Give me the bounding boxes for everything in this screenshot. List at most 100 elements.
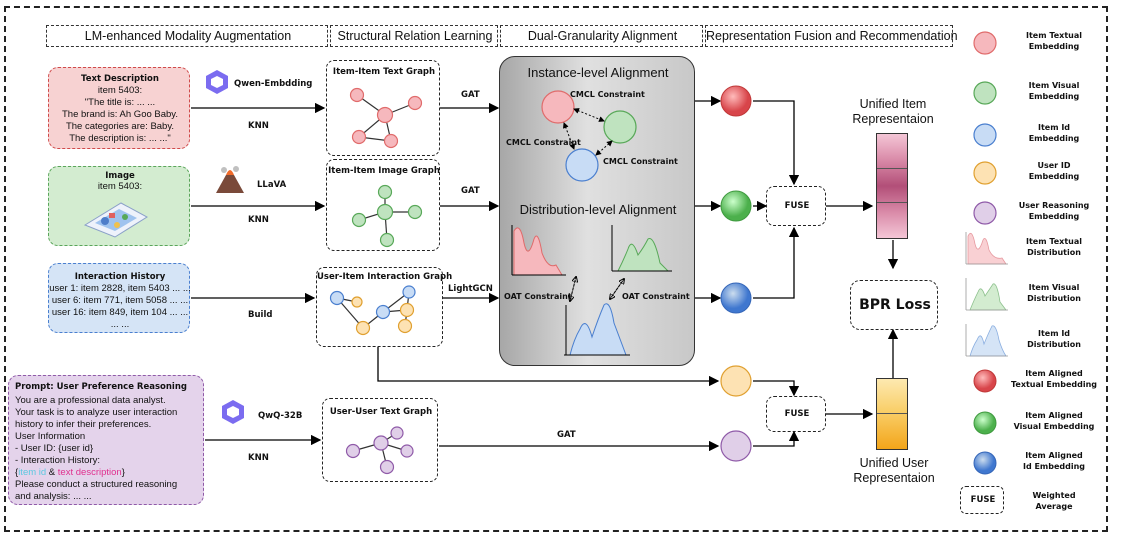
legend-user-id-embedding-icon — [973, 161, 997, 185]
stage-alignment-label: Dual-Granularity Alignment — [527, 29, 678, 43]
item-text-graph-box: Item-Item Text Graph — [326, 60, 440, 156]
gat-label-user: GAT — [557, 430, 576, 440]
legend-7-l1: Item Id — [1037, 329, 1071, 338]
brace-close: } — [121, 467, 125, 478]
qwq-label: QwQ-32B — [258, 411, 303, 421]
stage-header-fusion: Representation Fusion and Recommendation — [705, 25, 958, 47]
knn-label-user: KNN — [248, 453, 269, 463]
stage-header-alignment: Dual-Granularity Alignment — [500, 25, 703, 47]
legend-5-l1: Item Textual — [1026, 237, 1082, 246]
unified-item-vector — [876, 133, 908, 239]
legend-11-l1: Weighted — [1032, 491, 1076, 500]
unified-user-line-1: Unified User — [859, 456, 929, 470]
legend-6-l2: Distribution — [1027, 294, 1081, 303]
prompt-title: Prompt: User Preference Reasoning — [15, 382, 187, 392]
fuse-box-item: FUSE — [766, 186, 826, 226]
legend-6-l1: Item Visual — [1028, 283, 1080, 292]
gat-label-text: GAT — [461, 90, 480, 100]
aligned-id-embedding — [720, 282, 752, 314]
legend-8-l1: Item Aligned — [1025, 369, 1083, 378]
legend-item-id-embedding: Item Id Embedding — [1008, 122, 1100, 144]
text-line-4: The categories are: Baby. — [65, 121, 175, 132]
image-item-label: item 5403: — [97, 181, 143, 192]
history-item-id: item id — [18, 467, 47, 478]
legend-5-l2: Distribution — [1027, 248, 1081, 257]
legend-8-l2: Textual Embedding — [1011, 380, 1097, 389]
outer-frame — [4, 6, 1108, 532]
legend-item-visual-embedding-icon — [973, 81, 997, 105]
unified-item-label: Unified Item Representaion — [848, 97, 938, 127]
gat-label-image: GAT — [461, 186, 480, 196]
stage-header-augmentation: LM-enhanced Modality Augmentation — [46, 25, 328, 47]
stage-augmentation-label: LM-enhanced Modality Augmentation — [84, 29, 292, 43]
legend-aligned-visual-icon — [973, 411, 997, 435]
prompt-box: Prompt: User Preference Reasoning You ar… — [8, 375, 204, 505]
legend-fuse-label: FUSE — [970, 495, 996, 505]
history-title: Interaction History — [74, 272, 166, 282]
legend-item-id-distribution-icon — [965, 324, 1008, 357]
history-amp: & — [46, 467, 58, 478]
build-label: Build — [248, 310, 273, 320]
brace-open: { — [15, 467, 19, 478]
cmcl-label-1: CMCL Constraint — [570, 90, 645, 99]
legend-0-l1: Item Textual — [1026, 31, 1082, 40]
history-line-3: user 16: item 849, item 104 ... ... — [51, 307, 189, 318]
legend-2-l2: Embedding — [1028, 134, 1080, 143]
stage-fusion-label: Representation Fusion and Recommendation — [706, 29, 958, 43]
user-user-graph-box: User-User Text Graph — [322, 398, 438, 482]
distribution-alignment-icon — [511, 225, 672, 356]
prompt-history-line: {item id & text description} — [15, 467, 125, 479]
alignment-panel: Instance-level Alignment Distribution-le… — [499, 56, 695, 366]
legend-item-textual-distribution-icon — [965, 232, 1008, 265]
stage-header-structural: Structural Relation Learning — [330, 25, 498, 47]
legend-4-l1: User Reasoning — [1018, 201, 1090, 210]
qwq-logo-icon — [222, 400, 244, 424]
legend-11-l2: Average — [1035, 502, 1073, 511]
prompt-tail-2: and analysis: ... ... — [15, 491, 92, 502]
legend-4-l2: Embedding — [1028, 212, 1080, 221]
legend-9-l2: Visual Embedding — [1013, 422, 1095, 431]
history-line-1: user 1: item 2828, item 5403 ... ... — [49, 283, 191, 294]
knn-label-image: KNN — [248, 215, 269, 225]
history-line-4: ... ... — [110, 319, 130, 330]
unified-user-line-2: Representaion — [853, 471, 935, 485]
baby-product-image-icon — [83, 202, 148, 238]
user-embeddings — [720, 365, 752, 462]
qwen-logo-icon — [206, 70, 228, 94]
prompt-tail-1: Please conduct a structured reasoning — [15, 479, 178, 490]
user-item-graph-box: User-Item Interaction Graph — [316, 267, 452, 347]
item-text-graph-title: Item-Item Text Graph — [332, 67, 436, 77]
legend-aligned-id-icon — [973, 451, 997, 475]
user-reasoning-embedding — [720, 430, 752, 462]
bpr-loss-label: BPR Loss — [859, 297, 931, 313]
knn-label-text: KNN — [248, 121, 269, 131]
prompt-line-2: Your task is to analyze user interaction — [15, 407, 178, 418]
oat-label-1: OAT Constraint — [504, 292, 572, 301]
stage-structural-label: Structural Relation Learning — [337, 29, 493, 43]
fuse-user-label: FUSE — [784, 409, 810, 419]
cmcl-label-3: CMCL Constraint — [603, 157, 678, 166]
legend-2-l1: Item Id — [1037, 123, 1071, 132]
interaction-history-box: Interaction History user 1: item 2828, i… — [48, 263, 191, 333]
aligned-embeddings — [720, 85, 752, 314]
text-description-box: Text Description item 5403: "The title i… — [48, 67, 190, 149]
qwen-embedding-label: Qwen-Embdding — [234, 79, 313, 89]
text-line-5: The description is: ... ..." — [69, 133, 171, 144]
distribution-level-title: Distribution-level Alignment — [519, 202, 677, 217]
legend-1-l2: Embedding — [1028, 92, 1080, 101]
bpr-loss-box: BPR Loss — [850, 280, 938, 330]
unified-item-line-2: Representaion — [852, 112, 934, 126]
unified-user-vector — [876, 378, 908, 450]
legend-3-l2: Embedding — [1028, 172, 1080, 181]
text-line-1: item 5403: — [97, 85, 143, 96]
legend-3-l1: User ID — [1037, 161, 1071, 170]
text-line-3: The brand is: Ah Goo Baby. — [61, 109, 178, 120]
legend-item-textual-embedding-icon — [973, 31, 997, 55]
